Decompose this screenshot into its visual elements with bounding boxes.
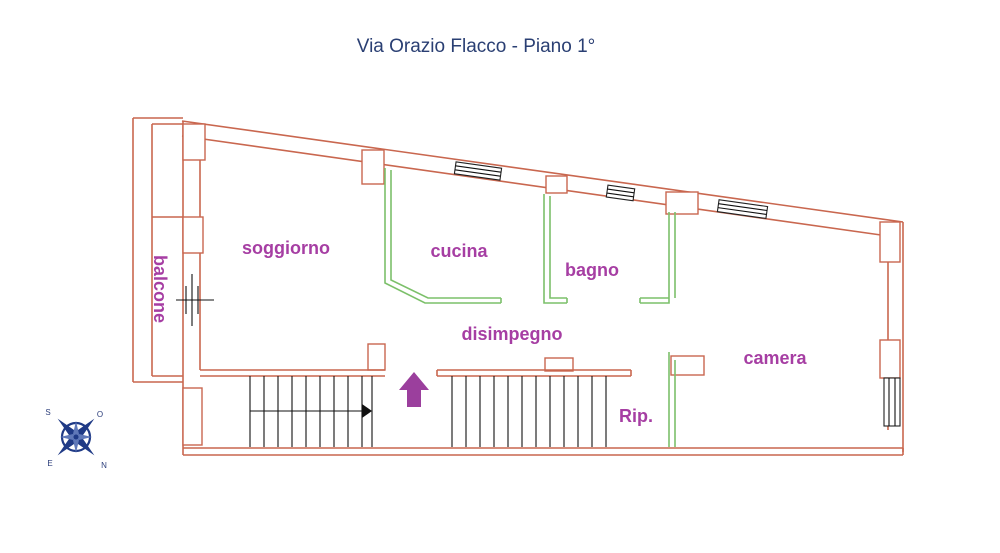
- compass-east-label: E: [47, 459, 52, 468]
- stairs-left: [249, 376, 373, 447]
- stairs-right: [451, 376, 607, 447]
- compass-rose-icon: [57, 418, 95, 456]
- room-label-soggiorno: soggiorno: [242, 238, 330, 258]
- room-label-bagno: bagno: [565, 260, 619, 280]
- room-label-ripostiglio: Rip.: [619, 406, 653, 426]
- outer-walls: [132, 117, 904, 456]
- partition-walls: [384, 168, 676, 447]
- room-label-disimpegno: disimpegno: [461, 324, 562, 344]
- room-label-camera: camera: [743, 348, 807, 368]
- room-label-cucina: cucina: [430, 241, 488, 261]
- stair-direction-arrow-icon: [362, 404, 372, 418]
- windows: [176, 161, 901, 427]
- compass-north-label: N: [101, 461, 107, 470]
- plan-title: Via Orazio Flacco - Piano 1°: [357, 36, 596, 57]
- room-label-balcone: balcone: [150, 255, 170, 323]
- compass-west-label: O: [97, 410, 103, 419]
- entrance-arrow-icon: [399, 372, 429, 407]
- compass-south-label: S: [45, 408, 50, 417]
